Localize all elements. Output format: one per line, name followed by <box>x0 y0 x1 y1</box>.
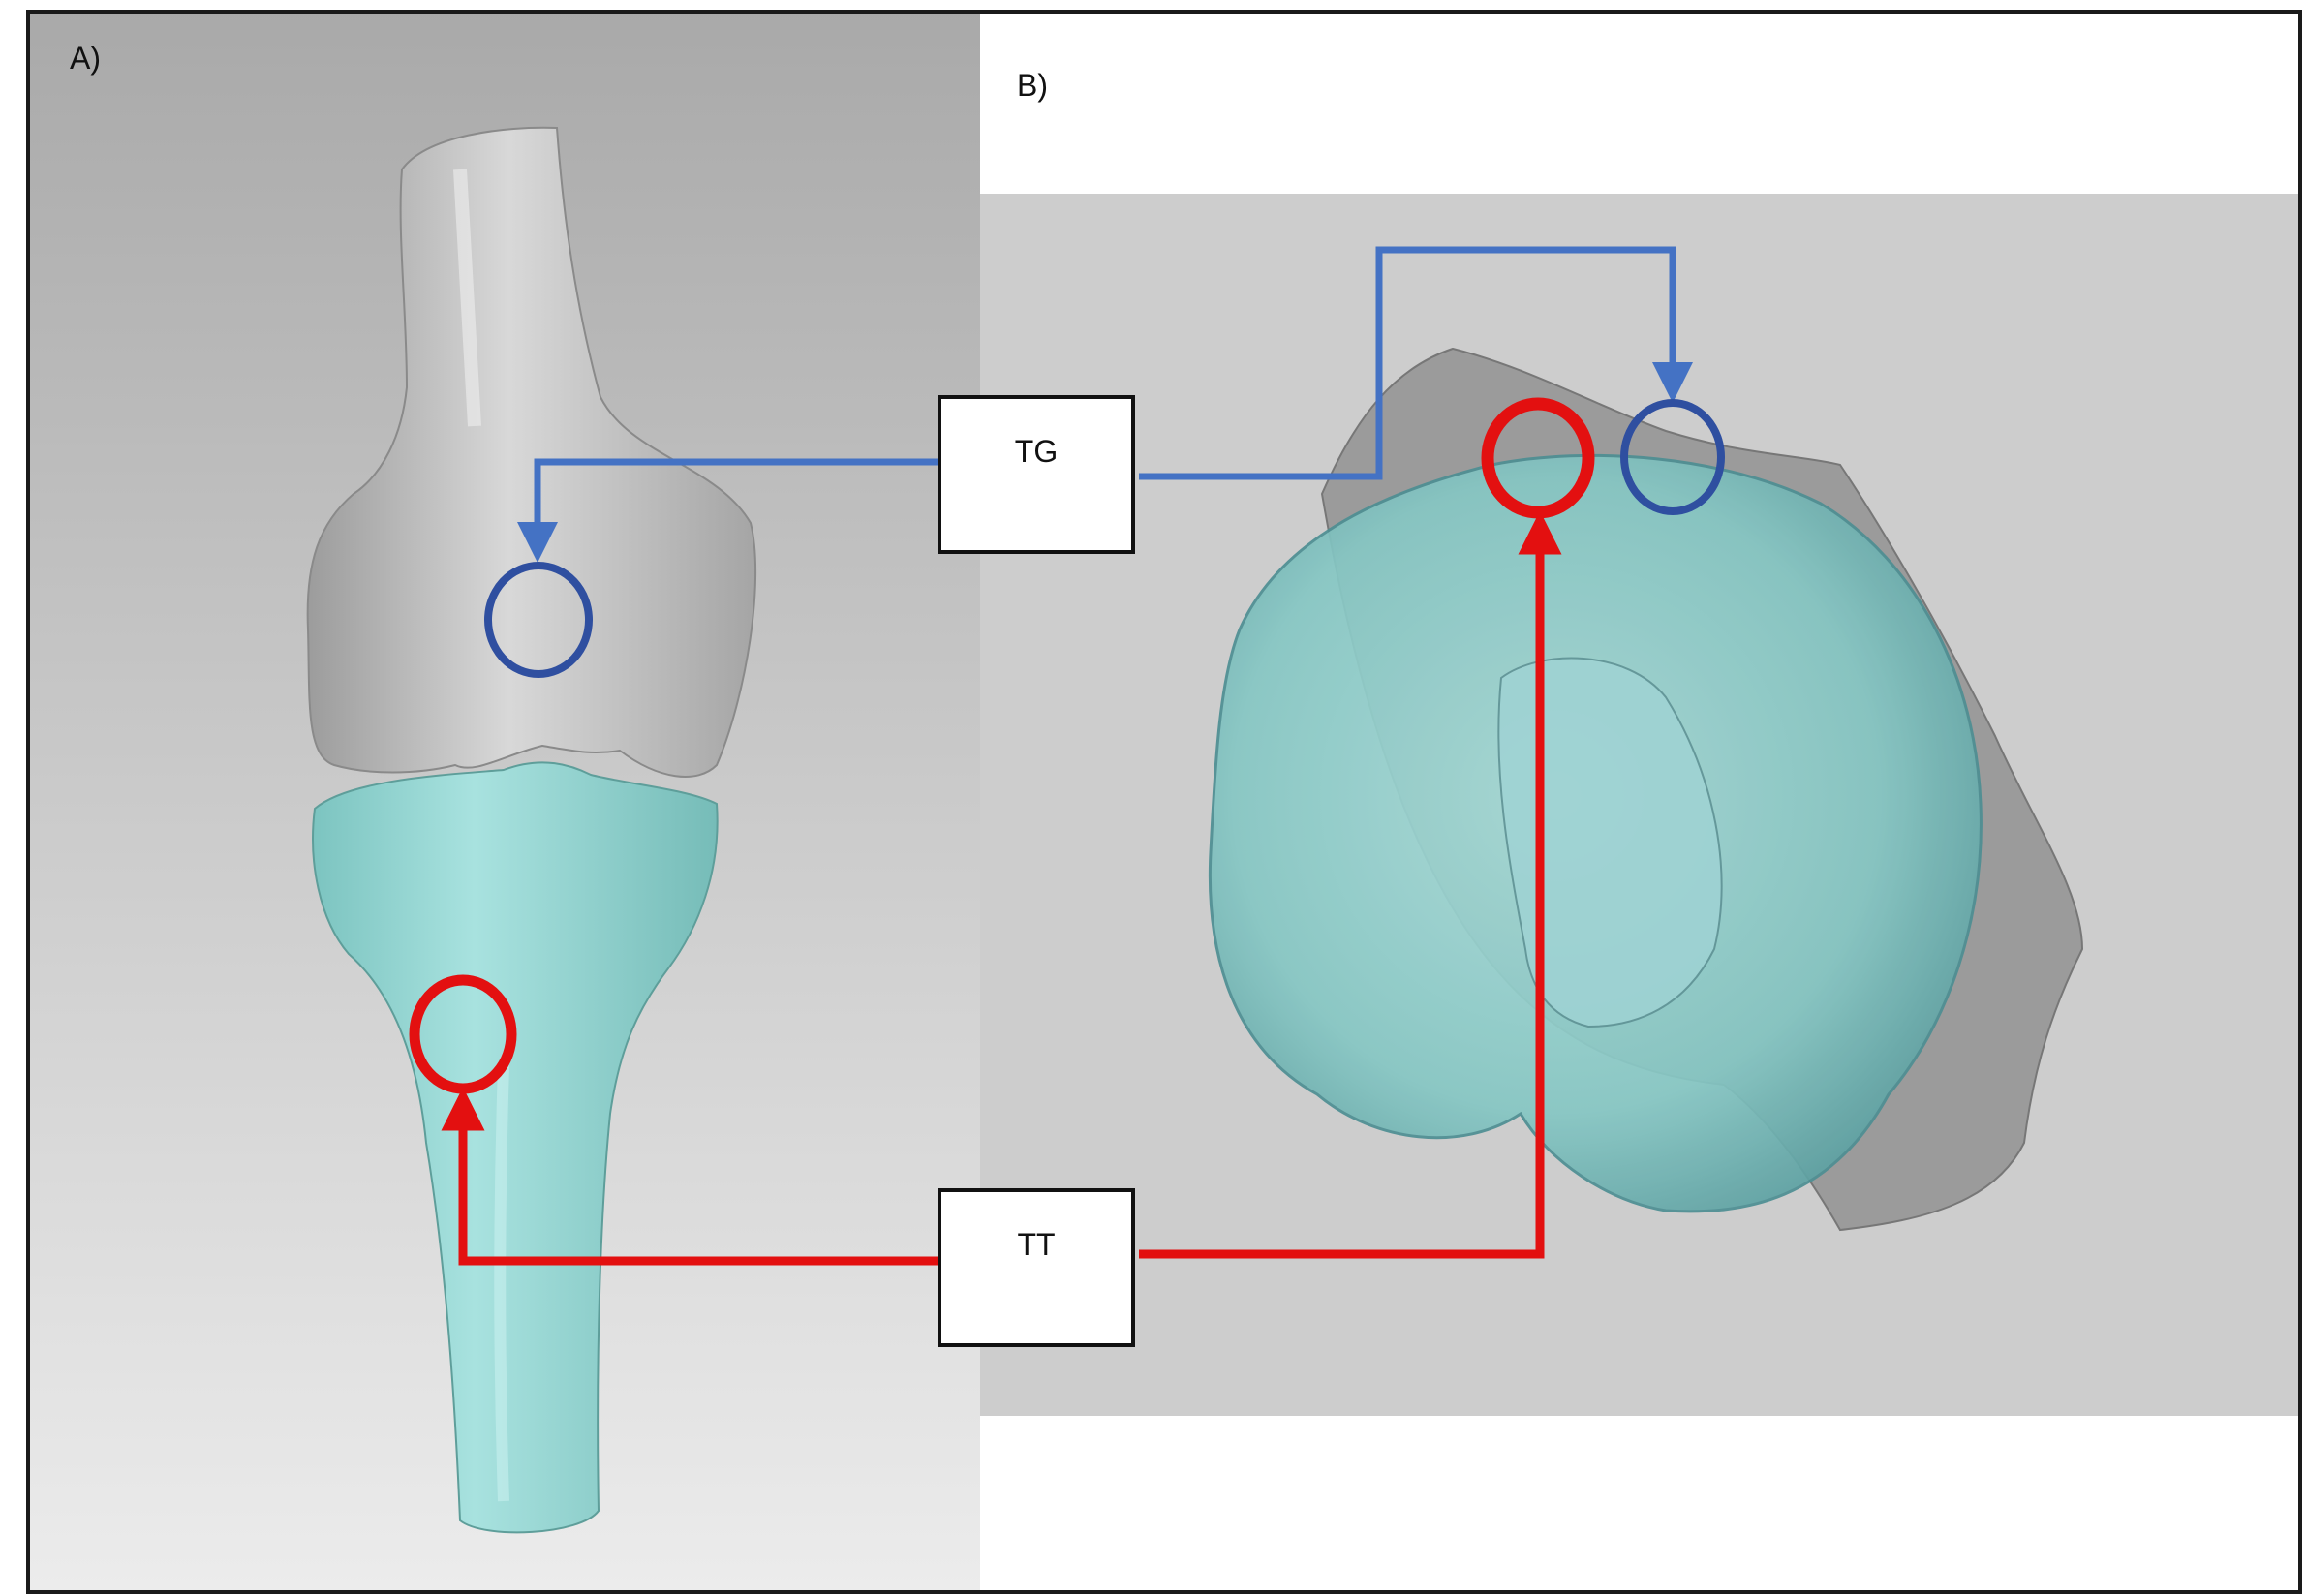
tt-label: TT <box>1017 1227 1055 1263</box>
tg-label-box: TG <box>938 395 1135 554</box>
panel-b-label: B) <box>1017 68 1048 104</box>
tibia-shaft-highlight <box>500 1065 504 1501</box>
tt-label-box: TT <box>938 1188 1135 1347</box>
panel-a-label: A) <box>70 41 101 77</box>
tg-label: TG <box>1015 434 1058 470</box>
